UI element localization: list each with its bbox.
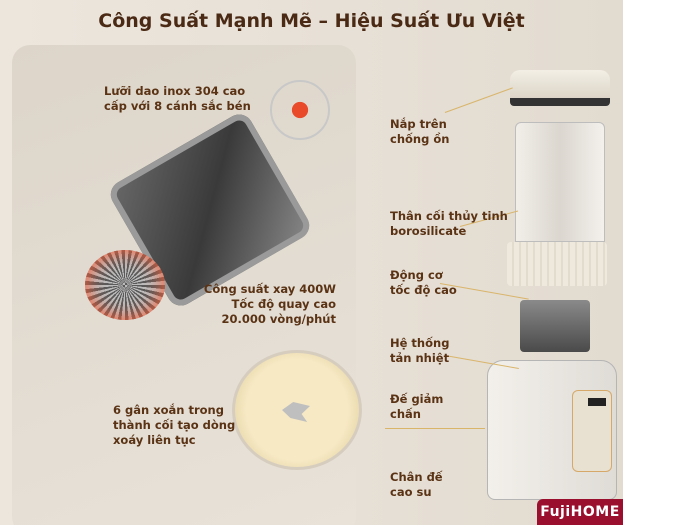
label-line: chống ồn: [390, 132, 450, 146]
label-line: Hệ thống: [390, 336, 450, 350]
label-line: Đế giảm: [390, 392, 444, 406]
blade-feature-label: Lưỡi dao inox 304 cao cấp với 8 cánh sắc…: [104, 84, 251, 114]
callout-line: [385, 428, 485, 429]
infographic: Công Suất Mạnh Mẽ – Hiệu Suất Ưu Việt Lư…: [0, 0, 623, 525]
label-line: Nắp trên: [390, 117, 447, 131]
label-line: cấp với 8 cánh sắc bén: [104, 99, 251, 113]
motor-feature-label: Công suất xay 400W Tốc độ quay cao 20.00…: [200, 282, 336, 327]
label-line: Thân cối thủy tinh: [390, 209, 508, 223]
label-line: 6 gân xoắn trong: [113, 403, 224, 417]
label-line: cao su: [390, 485, 432, 499]
motor-unit-illustration: [520, 300, 590, 352]
label-line: 20.000 vòng/phút: [221, 312, 336, 326]
callout-line: [444, 87, 513, 113]
brand-logo: FujiHOME: [537, 499, 623, 525]
display-screen: [588, 398, 606, 406]
label-line: borosilicate: [390, 224, 467, 238]
blade-illustration: [270, 80, 330, 140]
rib-feature-label: 6 gân xoắn trong thành cối tạo dòng xoáy…: [113, 403, 235, 448]
glass-jar-illustration: [515, 122, 605, 242]
label-line: tốc độ cao: [390, 283, 457, 297]
label-line: Tốc độ quay cao: [231, 297, 336, 311]
heatsink-illustration: [85, 250, 165, 320]
label-line: Lưỡi dao inox 304 cao: [104, 84, 246, 98]
page-title: Công Suất Mạnh Mẽ – Hiệu Suất Ưu Việt: [98, 10, 525, 32]
label-line: thành cối tạo dòng: [113, 418, 236, 432]
label-line: xoáy liên tục: [113, 433, 196, 447]
lid-illustration: [510, 70, 610, 106]
label-line: tản nhiệt: [390, 351, 450, 365]
label-line: Công suất xay 400W: [203, 282, 336, 296]
label-line: Chân đế: [390, 470, 443, 484]
jar-base-illustration: [507, 242, 607, 286]
label-line: chấn: [390, 407, 421, 421]
label-line: Động cơ: [390, 268, 443, 282]
